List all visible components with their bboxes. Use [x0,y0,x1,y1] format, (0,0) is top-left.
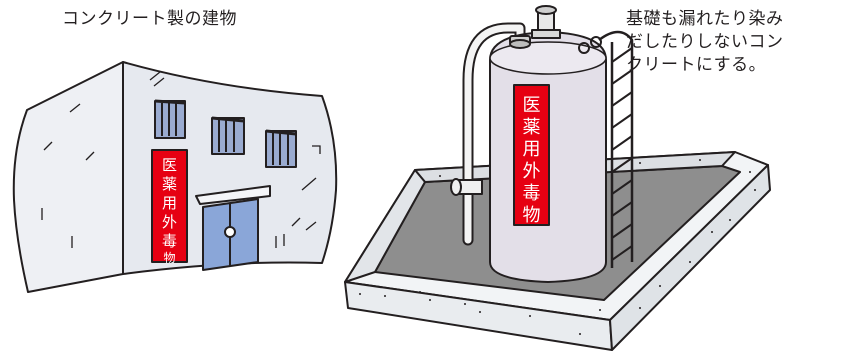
building-poison-sign [151,149,188,263]
door-canopy [195,185,271,205]
building-window [154,99,186,139]
building-window [211,116,245,155]
tank-label-char: 物 [523,205,541,226]
building-caption: コンクリート製の建物 [62,9,237,29]
tank-label-char: 用 [523,139,541,160]
ladder [598,30,634,268]
building-side-wall [12,61,124,293]
side-valve [450,178,483,196]
wall-texture-marks [41,71,321,248]
building-window [265,129,297,168]
building-sign-char: 医 [162,156,177,174]
building-sign-text: 医 薬 用 外 毒 物 [162,156,177,265]
tank-caption-line-1: 基礎も漏れたり染み [626,9,784,29]
building-sign-char: 毒 [162,232,177,250]
tank-label-text: 医 薬 用 外 毒 物 [523,95,541,226]
tank-label-char: 毒 [523,183,541,204]
tank-label-char: 医 [523,95,541,116]
building-sign-char: 用 [162,194,177,212]
building-sign-char: 薬 [162,175,177,193]
base-side-face [609,164,771,351]
concrete-texture [359,159,756,335]
tank-caption: 基礎も漏れたり染み だしたりしないコン クリートにする。 [626,8,784,77]
tank-poison-label [513,84,550,226]
building-sign-char: 外 [162,213,177,231]
tank-label-char: 薬 [523,117,541,138]
concrete-building [12,61,338,293]
building-sign-char: 物 [163,251,175,265]
tank-label-char: 外 [523,161,541,182]
tank-caption-line-3: クリートにする。 [626,55,767,75]
tank-caption-line-2: だしたりしないコン [626,32,784,52]
tank-hook [578,42,590,54]
storage-tank [450,5,634,283]
door-knob [224,226,236,238]
